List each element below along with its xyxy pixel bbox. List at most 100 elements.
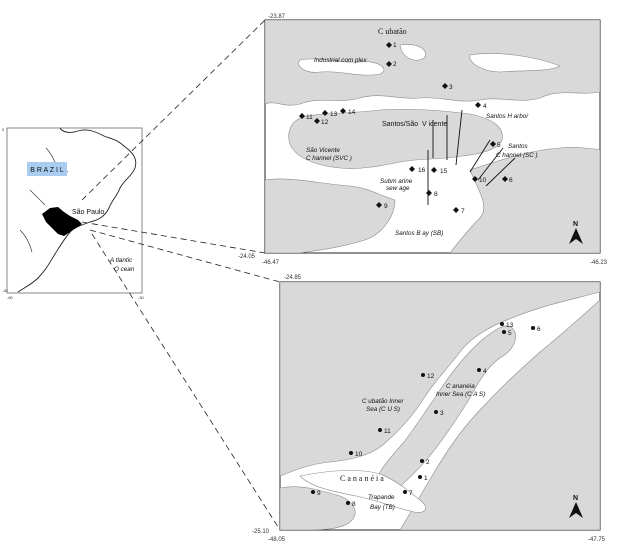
svg-text:2: 2 bbox=[393, 61, 397, 68]
cananeia-cardoso-island bbox=[280, 486, 356, 530]
cananeia-trapande-channel bbox=[299, 470, 426, 513]
ocean-label-line2: O cean bbox=[114, 266, 135, 273]
overview-tick-left: -80 bbox=[7, 295, 14, 300]
svg-text:12: 12 bbox=[321, 119, 329, 126]
cananeia-coord-right: -47.75 bbox=[588, 537, 606, 543]
cananeia-station-12: 12 bbox=[421, 373, 435, 380]
santos-station-1: 1 bbox=[386, 42, 397, 49]
santos-station-11: 11 bbox=[299, 113, 313, 121]
cananeia-station-3: 3 bbox=[434, 410, 444, 417]
cananeia-label-trapande2: Bay (TB) bbox=[370, 504, 395, 511]
santos-station-9: 9 bbox=[376, 202, 388, 210]
svg-text:13: 13 bbox=[330, 111, 338, 118]
santos-station-3: 3 bbox=[442, 83, 453, 91]
svg-text:12: 12 bbox=[427, 373, 435, 380]
cananeia-mainland bbox=[280, 282, 600, 477]
cananeia-map: -24.85 -25.10 -48.05 -47.75 C ubatão Inn… bbox=[252, 275, 606, 543]
cananeia-north-label: N bbox=[573, 495, 578, 502]
cananeia-stations: 1 2 3 4 5 6 7 8 9 10 11 12 13 bbox=[311, 322, 541, 508]
cananeia-coord-top: -24.85 bbox=[284, 275, 302, 281]
santos-station-14: 14 bbox=[340, 108, 356, 116]
svg-text:7: 7 bbox=[461, 208, 465, 215]
santos-label-sewage1: Subm arine bbox=[380, 178, 413, 185]
santos-station-13: 13 bbox=[322, 110, 338, 118]
sao-paulo-label: São Paulo bbox=[72, 209, 104, 216]
svg-text:9: 9 bbox=[384, 203, 388, 210]
cananeia-coord-left: -48.05 bbox=[268, 537, 286, 543]
brazil-coastline bbox=[17, 127, 137, 293]
santos-guaruja bbox=[449, 147, 600, 253]
overview-tick-right: -30 bbox=[138, 295, 145, 300]
svg-text:5: 5 bbox=[508, 330, 512, 337]
santos-map: -23.87 -24.05 -46.47 -46.23 C ubatão Ind… bbox=[238, 14, 608, 266]
svg-text:10: 10 bbox=[479, 177, 487, 184]
cananeia-station-10: 10 bbox=[349, 451, 363, 458]
cananeia-label-cas2: Inner Sea (C A S) bbox=[436, 391, 485, 398]
cananeia-station-1: 1 bbox=[418, 475, 428, 482]
cananeia-label-cas1: C ananéia bbox=[446, 383, 475, 390]
santos-station-2: 2 bbox=[386, 61, 397, 68]
santos-label-harbor: Santos H arbor bbox=[486, 113, 529, 120]
santos-mainland-south bbox=[265, 178, 396, 253]
cananeia-station-2: 2 bbox=[420, 459, 430, 466]
north-arrow-icon bbox=[569, 502, 583, 518]
cananeia-label-city: C a n a n é i a bbox=[340, 474, 384, 483]
cananeia-label-cus2: Sea (C U S) bbox=[366, 406, 400, 413]
svg-text:7: 7 bbox=[409, 490, 413, 497]
santos-north-arrow: N bbox=[569, 221, 583, 244]
sao-paulo-state bbox=[42, 207, 82, 236]
svg-text:8: 8 bbox=[434, 191, 438, 198]
santos-station-7: 7 bbox=[453, 207, 465, 215]
cananeia-north-arrow: N bbox=[569, 495, 583, 518]
santos-island bbox=[288, 108, 503, 169]
santos-coord-top: -23.87 bbox=[268, 14, 286, 20]
svg-text:3: 3 bbox=[449, 84, 453, 91]
cananeia-station-8: 8 bbox=[346, 501, 356, 508]
santos-inlet-2 bbox=[399, 44, 426, 61]
santos-label-vicente: V icente bbox=[422, 121, 447, 128]
svg-text:4: 4 bbox=[483, 103, 487, 110]
santos-piers bbox=[427, 109, 516, 205]
santos-coord-right: -46.23 bbox=[590, 260, 608, 266]
svg-text:9: 9 bbox=[317, 490, 321, 497]
svg-text:4: 4 bbox=[483, 368, 487, 375]
santos-mainland-north bbox=[265, 20, 600, 106]
santos-label-svc1: São Vicente bbox=[306, 147, 340, 154]
santos-label-sc2: C hannel (SC ) bbox=[496, 152, 538, 159]
santos-label-bay: Santos B ay (SB) bbox=[395, 230, 443, 237]
santos-label-sc1: Santos bbox=[508, 143, 528, 150]
overview-map: B R A Z I L São Paulo A tlantic O cean -… bbox=[2, 127, 145, 300]
svg-text:8: 8 bbox=[352, 501, 356, 508]
leader-lines bbox=[81, 19, 281, 531]
cananeia-coord-bottom: -25.10 bbox=[252, 529, 270, 535]
overview-tick-top: 0 bbox=[2, 127, 5, 132]
santos-station-10: 10 bbox=[472, 176, 487, 184]
svg-text:5: 5 bbox=[497, 142, 501, 149]
cananeia-station-7: 7 bbox=[403, 490, 413, 497]
svg-text:10: 10 bbox=[355, 451, 363, 458]
santos-station-12: 12 bbox=[314, 118, 329, 126]
svg-text:15: 15 bbox=[440, 168, 448, 175]
overview-frame bbox=[6, 127, 143, 294]
cananeia-station-13: 13 bbox=[500, 322, 514, 329]
svg-text:3: 3 bbox=[440, 410, 444, 417]
svg-text:13: 13 bbox=[506, 322, 514, 329]
santos-station-5: 5 bbox=[490, 141, 501, 149]
cananeia-label-trapande1: Trapande bbox=[368, 494, 395, 501]
cananeia-station-9: 9 bbox=[311, 490, 321, 497]
brazil-label-bg bbox=[27, 162, 67, 176]
santos-station-16: 16 bbox=[409, 166, 426, 174]
santos-label-svc2: C hannel (SVC ) bbox=[306, 155, 352, 162]
svg-text:14: 14 bbox=[348, 109, 356, 116]
svg-text:11: 11 bbox=[384, 428, 391, 435]
brazil-label: B R A Z I L bbox=[30, 167, 64, 174]
santos-inlet-1 bbox=[298, 58, 385, 76]
santos-station-8: 8 bbox=[426, 190, 438, 198]
santos-north-label: N bbox=[573, 221, 578, 228]
cananeia-station-11: 11 bbox=[378, 428, 391, 435]
svg-text:6: 6 bbox=[509, 177, 513, 184]
svg-text:1: 1 bbox=[424, 475, 428, 482]
cananeia-station-4: 4 bbox=[477, 368, 487, 375]
santos-label-cubatao: C ubatão bbox=[378, 27, 407, 36]
